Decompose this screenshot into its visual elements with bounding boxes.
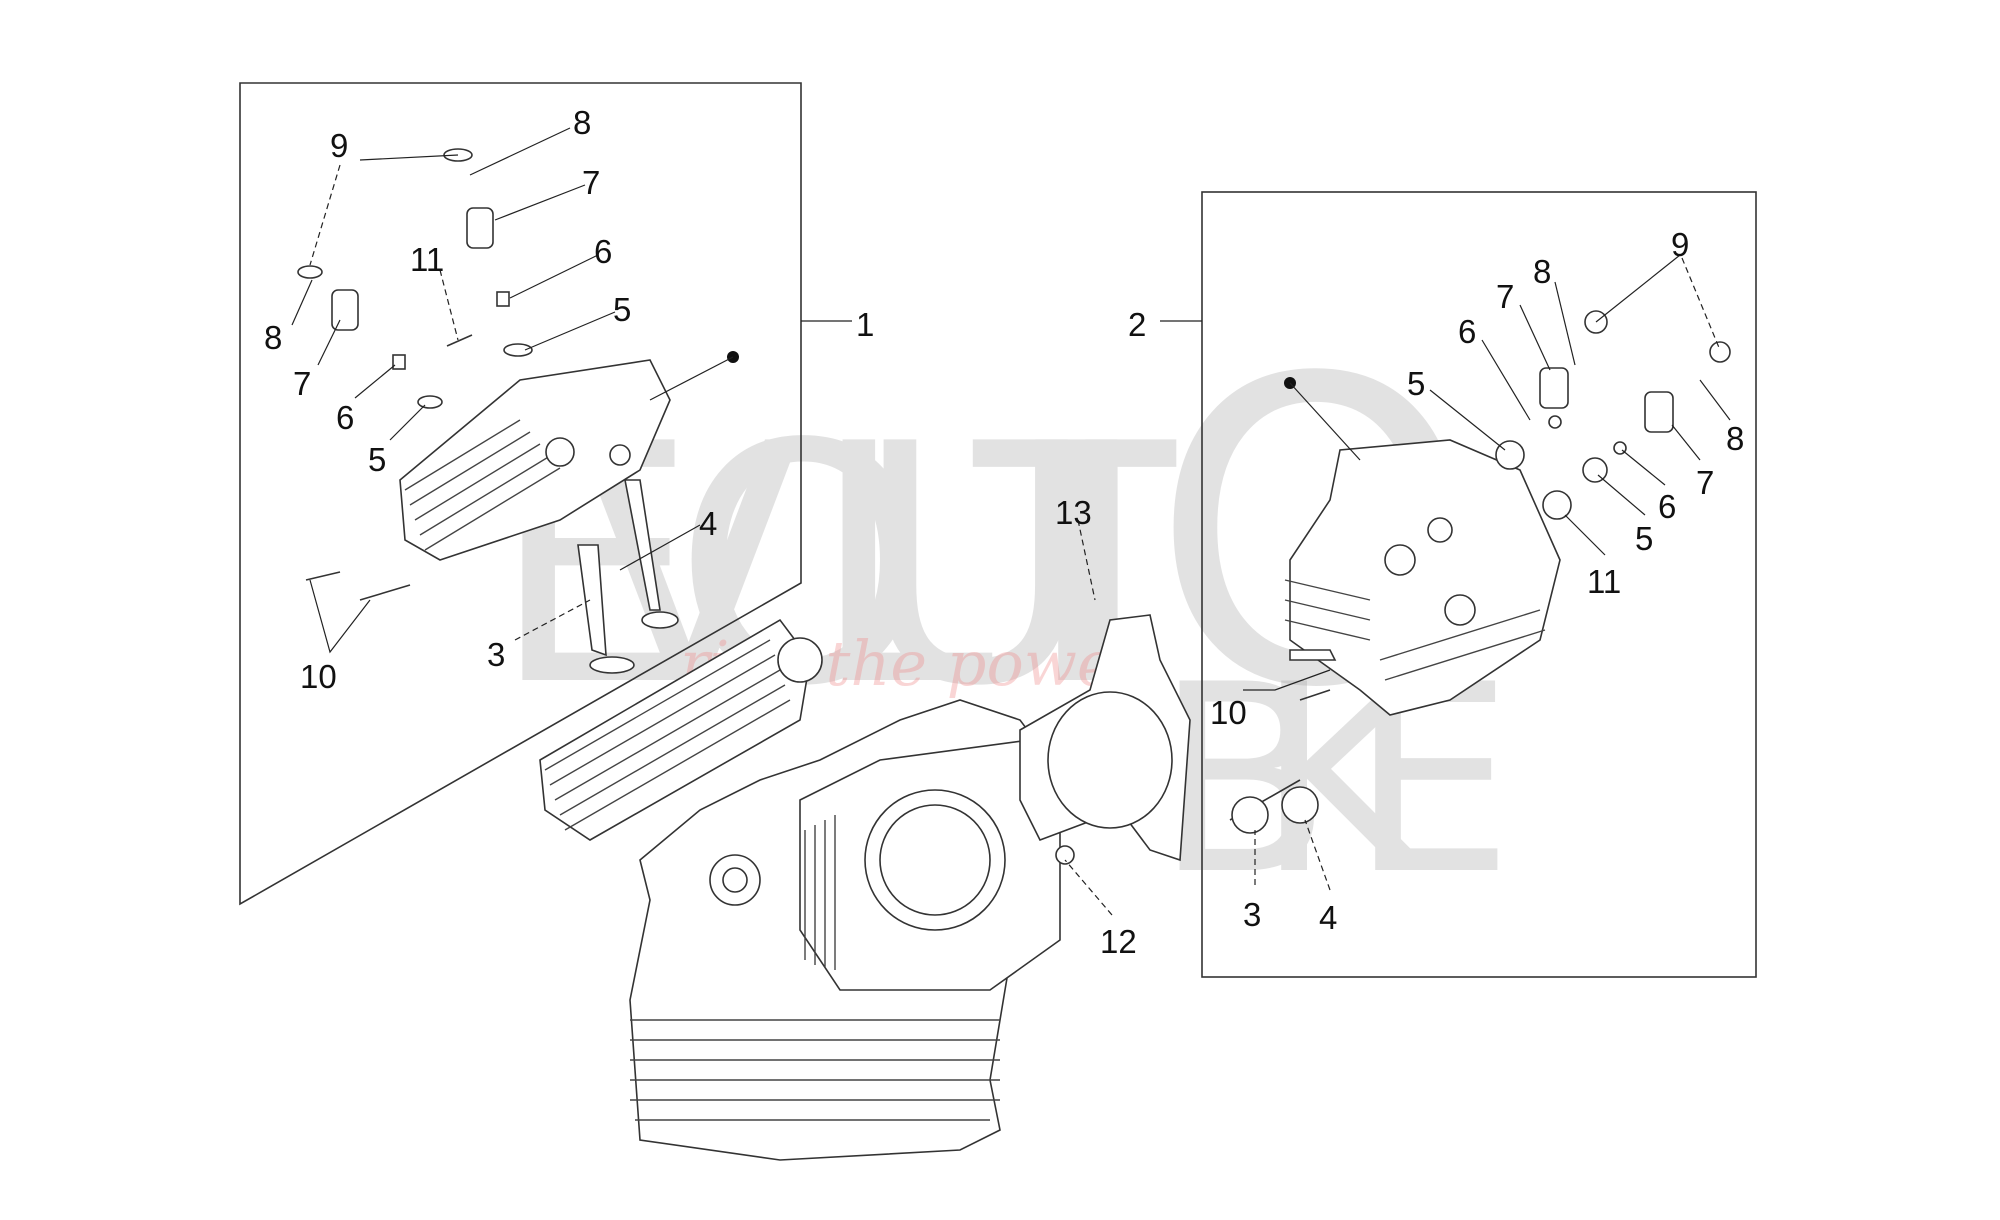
callout-right-8b: 8 — [1726, 420, 1744, 457]
callout-left-9: 9 — [330, 127, 348, 164]
callout-left-8a: 8 — [573, 104, 591, 141]
callout-2: 2 — [1128, 306, 1146, 343]
callout-left-4: 4 — [699, 505, 717, 542]
callout-left-7b: 7 — [293, 365, 311, 402]
right-leader-lines — [1064, 254, 1731, 916]
left-cylinder-head-drawing — [297, 148, 739, 674]
callout-13: 13 — [1055, 494, 1092, 531]
callout-right-6a: 6 — [1458, 313, 1476, 350]
callout-left-5a: 5 — [613, 291, 631, 328]
engine-crankcase-drawing — [539, 618, 1061, 1161]
left-cylinder-head-box — [239, 82, 802, 906]
callout-right-5b: 5 — [1635, 520, 1653, 557]
right-cylinder-head-box — [1201, 191, 1757, 978]
callout-right-4: 4 — [1319, 899, 1337, 936]
callout-left-5b: 5 — [368, 441, 386, 478]
callout-left-3: 3 — [487, 636, 505, 673]
callout-left-8b: 8 — [264, 319, 282, 356]
callout-1: 1 — [856, 306, 874, 343]
callout-12: 12 — [1100, 923, 1137, 960]
callout-right-8a: 8 — [1533, 253, 1551, 290]
callout-right-9: 9 — [1671, 226, 1689, 263]
callout-right-11: 11 — [1587, 563, 1621, 600]
cylinder-head-gasket-drawing — [1019, 614, 1191, 865]
callout-left-7a: 7 — [582, 164, 600, 201]
callout-left-6b: 6 — [336, 399, 354, 436]
callout-right-5a: 5 — [1407, 365, 1425, 402]
callout-right-7a: 7 — [1496, 278, 1514, 315]
callout-right-3: 3 — [1243, 896, 1261, 933]
callout-left-6a: 6 — [594, 233, 612, 270]
callout-left-11: 11 — [410, 241, 444, 278]
callout-left-10: 10 — [300, 658, 337, 695]
callout-right-6b: 6 — [1658, 488, 1676, 525]
callout-right-7b: 7 — [1696, 464, 1714, 501]
left-leader-lines — [291, 127, 701, 654]
callout-right-10: 10 — [1210, 694, 1247, 731]
